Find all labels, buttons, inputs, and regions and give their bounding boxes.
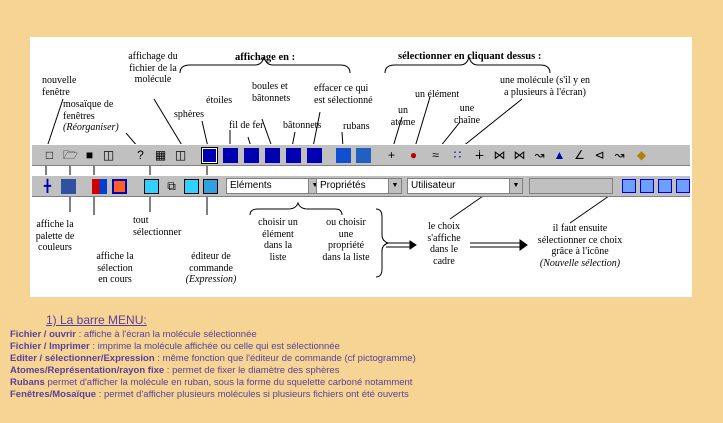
ribbons-icon[interactable] (336, 148, 351, 163)
molecule-file-icon[interactable]: ◫ (174, 148, 187, 162)
select-tool-3-icon[interactable]: ⋈ (513, 148, 526, 162)
intersect-selection-icon[interactable] (676, 179, 690, 193)
select-molecule-icon[interactable]: ∷ (453, 148, 462, 162)
new-window-icon[interactable]: □ (45, 148, 54, 162)
select-tool-8-icon[interactable]: ↝ (614, 148, 625, 162)
ann-fil-de-fer: fil de fer (229, 120, 264, 131)
selection-toolbar: ╋ ⧉ Eléments ▼ Propriétés ▼ Utilisateur … (32, 175, 690, 197)
current-selection-icon[interactable] (112, 179, 127, 194)
elements-combo[interactable]: Eléments ▼ (226, 178, 322, 194)
tile-windows-icon[interactable]: ▦ (154, 148, 167, 162)
select-chain-icon[interactable]: ≈ (432, 148, 439, 162)
select-tool-4-icon[interactable]: ↝ (534, 148, 545, 162)
properties-combo[interactable]: Propriétés ▼ (316, 178, 402, 194)
copy-selection-icon[interactable]: ⧉ (167, 179, 176, 193)
note-line: Rubans permet d'afficher la molécule en … (10, 377, 413, 388)
help-icon[interactable]: ? (137, 148, 144, 162)
ann-selectionner-cliquant: sélectionner en cliquant dessus : (398, 51, 542, 62)
ann-rubans: rubans (343, 121, 370, 132)
selection-display-field[interactable] (529, 178, 613, 194)
ann-batonnets: bâtonnets (283, 120, 322, 131)
stars-icon[interactable] (223, 148, 238, 163)
command-editor-icon[interactable] (203, 179, 218, 194)
grid-tool-icon[interactable]: ╋ (43, 179, 52, 193)
selection-edit-icon[interactable] (184, 179, 199, 194)
select-tool-7-icon[interactable]: ⊲ (594, 148, 605, 162)
main-toolbar: □ 🗁 ■ ◫ ? ▦ ◫ + ● ≈ ∷ ∔ ⋈ ⋈ ↝ ▲ ∠ ⊲ ↝ ◆ (32, 144, 690, 166)
spheres-icon[interactable] (201, 147, 218, 164)
ribbons-alt-icon[interactable] (356, 148, 371, 163)
select-tool-6-icon[interactable]: ∠ (574, 148, 585, 162)
chevron-down-icon[interactable]: ▼ (388, 179, 401, 193)
ann-affichage-en: affichage en : (235, 52, 296, 63)
user-combo[interactable]: Utilisateur ▼ (407, 178, 523, 194)
note-line: Fichier / ouvrir : affiche à l'écran la … (10, 329, 257, 340)
note-line: Editer / sélectionner/Expression : même … (10, 353, 416, 364)
select-tool-2-icon[interactable]: ⋈ (493, 148, 506, 162)
select-tool-9-icon[interactable]: ◆ (636, 148, 647, 162)
ann-etoiles: étoiles (206, 95, 233, 106)
wireframe-icon[interactable] (244, 148, 259, 163)
ball-and-stick-icon[interactable] (265, 148, 280, 163)
erase-selection-icon[interactable] (307, 148, 322, 163)
note-line: Atomes/Représentation/rayon fixe : perme… (10, 365, 340, 376)
sticks-icon[interactable] (286, 148, 301, 163)
ann-spheres: sphères (174, 109, 204, 120)
palette-tool-icon[interactable] (61, 179, 76, 194)
note-line: Fenêtres/Mosaïque : permet d'afficher pl… (10, 389, 409, 400)
print-icon[interactable]: ◫ (102, 148, 115, 162)
ann-un-element: un élément (415, 89, 460, 100)
select-all-icon[interactable] (144, 179, 159, 194)
save-disk-icon[interactable]: ■ (85, 148, 94, 162)
add-selection-icon[interactable] (640, 179, 654, 193)
color-palette-icon[interactable] (92, 179, 107, 194)
select-element-icon[interactable]: ● (409, 148, 418, 162)
subtract-selection-icon[interactable] (658, 179, 672, 193)
open-folder-icon[interactable]: 🗁 (63, 148, 78, 162)
select-tool-1-icon[interactable]: ∔ (474, 148, 485, 162)
note-line: Fichier / Imprimer : imprime la molécule… (10, 341, 340, 352)
select-tool-5-icon[interactable]: ▲ (553, 148, 566, 162)
select-atom-icon[interactable]: + (387, 148, 395, 162)
new-selection-icon[interactable] (622, 179, 636, 193)
chevron-down-icon[interactable]: ▼ (509, 179, 522, 193)
section-title: 1) La barre MENU: (46, 313, 147, 327)
